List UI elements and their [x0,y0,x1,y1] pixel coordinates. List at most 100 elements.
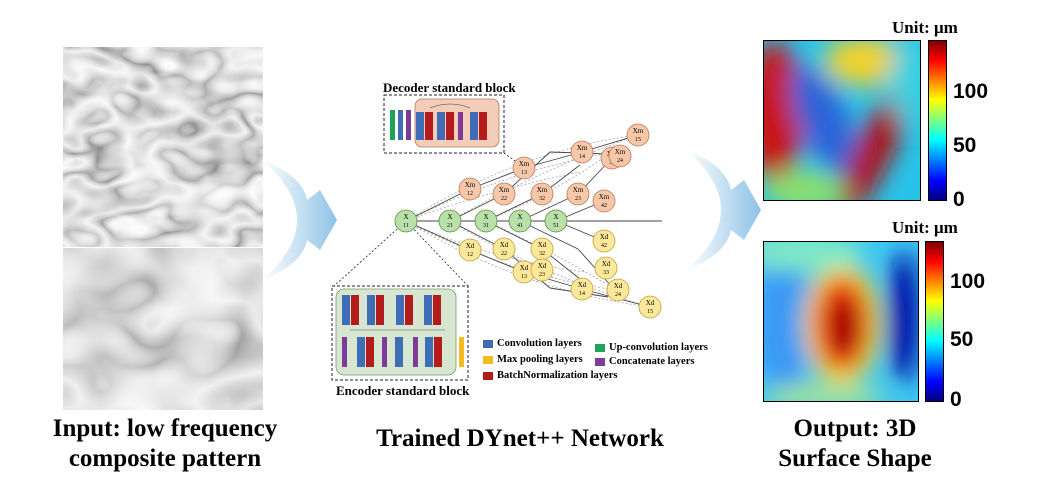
legend: Convolution layers Max pooling layers Ba… [483,338,723,386]
input-caption-line2: composite pattern [68,445,262,472]
legend-swatch-concat [595,358,605,366]
colorbar-top [928,40,947,201]
node-xd33: Xd 33 [594,256,618,280]
encoder-block [331,285,469,381]
node-xm13-label: Xm [519,160,530,168]
output-heatmap-bottom [763,241,919,402]
node-xm23-sub: 23 [575,196,581,202]
node-xd15-sub: 15 [647,309,653,315]
input-pattern-bottom [63,248,263,410]
network-caption: Trained DYnet++ Network [376,425,664,452]
legend-swatch-convolution [483,340,493,348]
node-x11: X 11 [394,209,418,233]
node-xd33-sub: 33 [603,270,609,276]
input-caption: Input: low frequency composite pattern [20,414,310,474]
node-xm14-sub: 14 [579,154,585,160]
colorbar-bottom-tick-0: 0 [950,388,962,411]
xd-nodes: Xd 12 Xd 22 Xd 32 Xd 42 Xd 13 Xd 23 Xd 3… [458,229,662,319]
colorbar-top-tick-0: 0 [953,188,965,211]
arrow-left [262,160,337,280]
node-xd23-label: Xd [538,262,547,270]
colorbar-top-tick-50: 50 [953,134,977,157]
unit-label-bottom: Unit: μm [892,218,958,237]
node-x31-label: X [483,213,488,221]
node-xm42-label: Xm [599,193,610,201]
legend-swatch-batchnorm [483,372,493,380]
node-xm32-label: Xm [537,186,548,194]
node-xd32-label: Xd [538,241,547,249]
node-xd12-label: Xd [466,242,475,250]
node-xm23-label: Xm [573,186,584,194]
node-xm42-sub: 42 [601,203,607,209]
legend-swatch-upconv [595,344,605,352]
node-xd13-sub: 13 [521,274,527,280]
node-xd23: Xd 23 [530,258,554,282]
node-x21-sub: 21 [447,223,453,229]
node-xd13-label: Xd [520,264,529,272]
node-xd15-label: Xd [646,299,655,307]
node-xm12: Xm 12 [458,177,482,201]
node-x21: X 21 [438,209,462,233]
node-xm22-sub: 22 [501,196,507,202]
colorbar-bottom-tick-100: 100 [950,270,986,293]
encoder-block-title: Encoder standard block [336,383,470,398]
node-x21-label: X [447,213,452,221]
output-heatmap-top [763,40,921,201]
node-xd32-sub: 32 [539,251,545,257]
colorbar-bottom [925,241,944,402]
node-xm12-label: Xm [465,181,476,189]
node-xm15-label: Xm [633,127,644,135]
node-xm32-sub: 32 [539,196,545,202]
input-pattern-top [63,47,263,247]
node-x51: X 51 [544,209,568,233]
node-xm23: Xm 23 [566,182,590,206]
decoder-block [383,94,505,154]
legend-label-maxpool: Max pooling layers [497,354,583,365]
x-nodes: X 11 X 21 X 31 X 41 X 51 [394,209,568,233]
xm-nodes: Xm 12 Xm 22 Xm 32 Xm 42 Xm 13 Xm 23 Xm 3… [458,123,650,213]
node-x11-label: X [403,213,408,221]
node-xd23-sub: 23 [539,272,545,278]
legend-label-batchnorm: BatchNormalization layers [497,370,618,381]
output-caption-line2: Surface Shape [778,445,932,472]
node-xm24-sub: 24 [617,158,623,164]
node-xm13: Xm 13 [512,156,536,180]
node-xm14: Xm 14 [570,140,594,164]
node-xm15-sub: 15 [635,137,641,143]
legend-label-convolution: Convolution layers [497,338,582,349]
node-xd42-sub: 42 [601,243,607,249]
decoder-block-title: Decoder standard block [383,80,516,95]
node-xm22: Xm 22 [492,182,516,206]
node-xd14: Xd 14 [570,277,594,301]
node-x41-label: X [517,213,522,221]
node-xm15: Xm 15 [626,123,650,147]
node-xd42-label: Xd [600,233,609,241]
node-xd24-label: Xd [614,282,623,290]
node-x31-sub: 31 [483,223,489,229]
network-diagram: X 11 X 21 X 31 X 41 X 51 Xm 12 Xm 22 Xm … [331,94,662,381]
legend-label-upconv: Up-convolution layers [609,342,708,353]
node-xm12-sub: 12 [467,191,473,197]
output-caption-line1: Output: 3D [793,415,917,442]
node-x11-sub: 11 [403,223,409,229]
node-xm32: Xm 32 [530,182,554,206]
node-xd32: Xd 32 [530,237,554,261]
node-xm14-label: Xm [577,144,588,152]
node-xm24: Xm 24 [608,144,632,168]
node-xd42: Xd 42 [592,229,616,253]
node-xd22-sub: 22 [501,251,507,257]
node-x41-sub: 41 [517,223,523,229]
node-x31: X 31 [474,209,498,233]
input-caption-line1: Input: low frequency [52,415,278,442]
node-x51-sub: 51 [553,223,559,229]
node-xm42: Xm 42 [592,189,616,213]
colorbar-bottom-tick-50: 50 [950,328,974,351]
node-xd33-label: Xd [602,260,611,268]
node-xd12: Xd 12 [458,238,482,262]
output-caption: Output: 3D Surface Shape [740,414,970,474]
legend-label-concat: Concatenate layers [609,356,695,367]
node-xd14-sub: 14 [579,291,585,297]
arrow-right [686,150,761,270]
node-x41: X 41 [508,209,532,233]
node-xd22: Xd 22 [492,237,516,261]
